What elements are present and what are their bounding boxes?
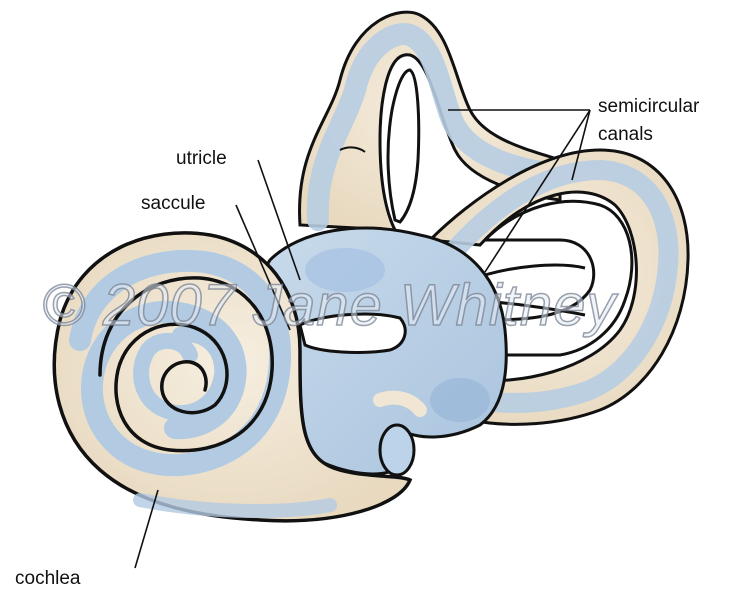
semicircular-leader-line-3 [484,109,591,273]
label-semicircular: semicircular [598,96,700,117]
cochlea-shape [52,231,413,523]
cochlea-leader-line [134,489,159,569]
label-canals: canals [598,124,653,145]
semicircular-leader-line-2 [571,109,591,181]
vestibule [253,226,508,477]
utricle-leader-line [257,159,301,281]
label-utricle: utricle [176,148,227,169]
saccule-leader-line [235,204,291,331]
superior-semicircular-canal [298,10,562,232]
label-cochlea: cochlea [15,568,81,589]
label-saccule: saccule [141,193,206,214]
leader-lines [134,109,591,569]
